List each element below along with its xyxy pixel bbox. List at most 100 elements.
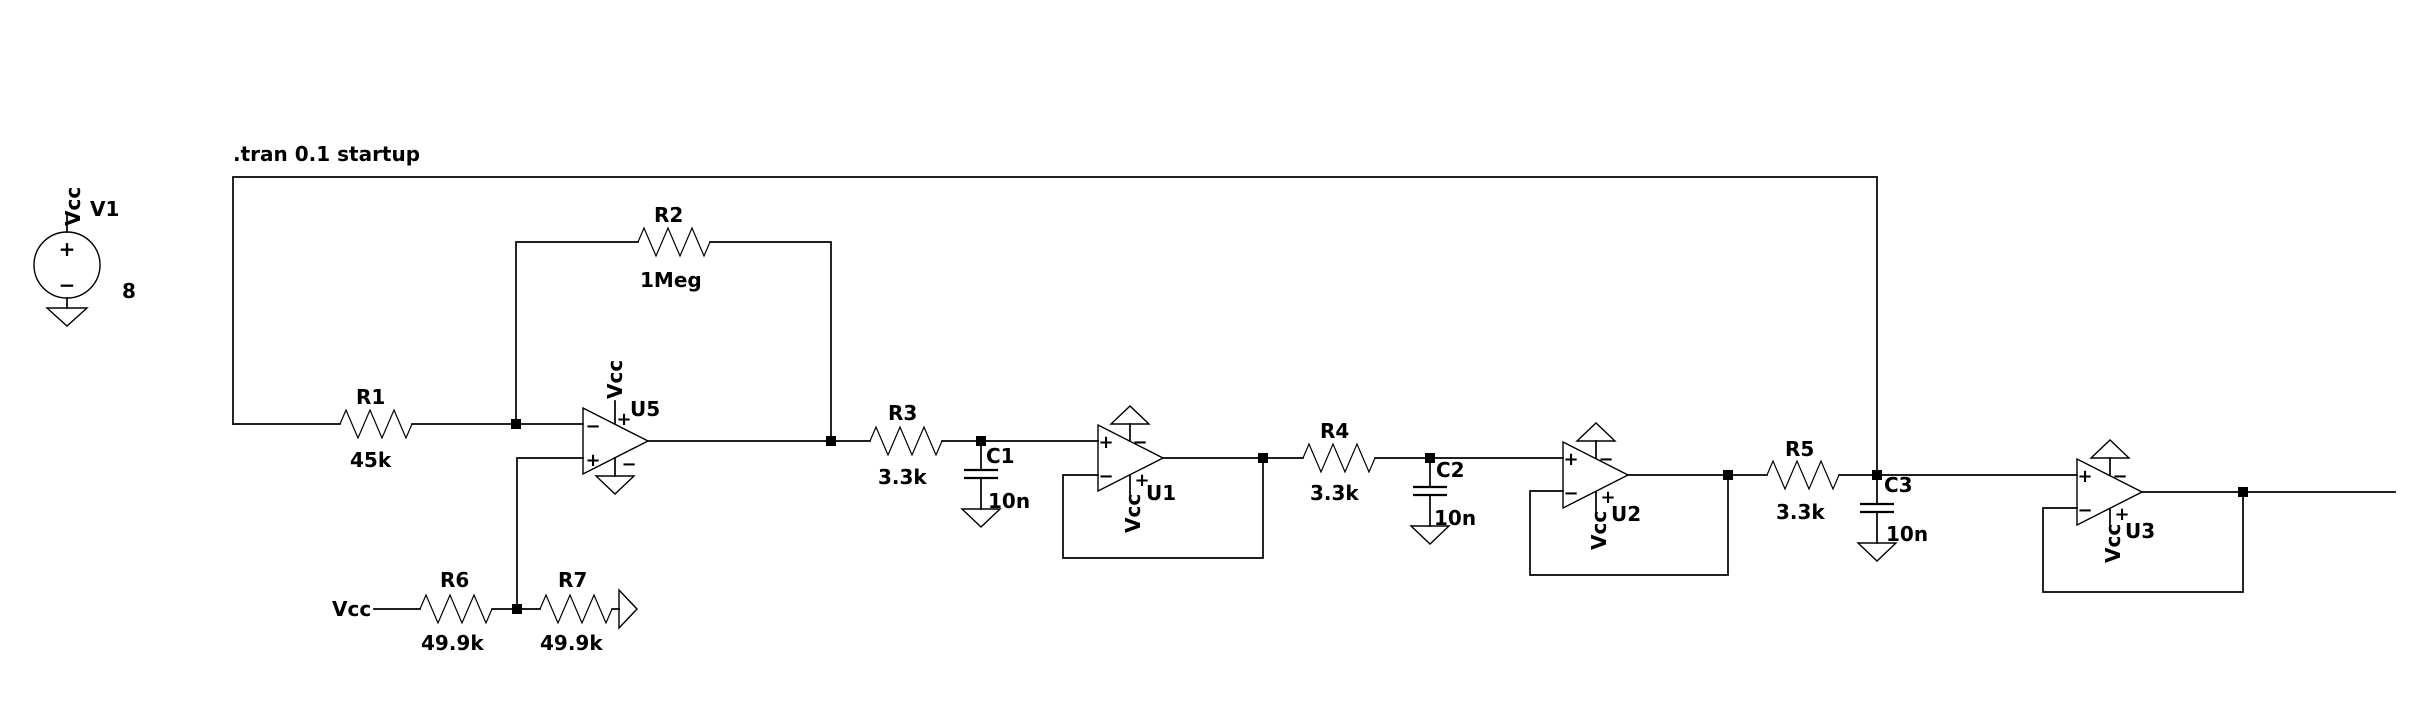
- negative-supply-glyph: −: [2112, 466, 2127, 487]
- wire-u5-noninv[interactable]: [516, 457, 584, 610]
- designator-label[interactable]: R4: [1320, 419, 1349, 443]
- value-label[interactable]: 3.3k: [1776, 500, 1825, 524]
- supply-net-label[interactable]: Vcc: [603, 360, 627, 399]
- junction-dot: [826, 436, 836, 446]
- resistor-body[interactable]: [869, 425, 943, 457]
- resistor-body[interactable]: [1766, 459, 1840, 491]
- opamp-U3[interactable]: + − − + Vcc U3: [2076, 439, 2155, 563]
- plus-terminal-glyph: +: [59, 237, 76, 261]
- voltage-source-V1[interactable]: Vcc + − V1 8: [33, 187, 136, 327]
- resistor-R2[interactable]: R2 1Meg: [637, 203, 711, 292]
- negative-supply-glyph: −: [1598, 449, 1613, 470]
- noninverting-input-glyph: +: [2077, 466, 2092, 487]
- designator-label[interactable]: R1: [356, 385, 385, 409]
- junction-dot: [976, 436, 986, 446]
- value-label[interactable]: 3.3k: [878, 465, 927, 489]
- resistor-body[interactable]: [339, 408, 413, 440]
- value-label[interactable]: 49.9k: [421, 631, 484, 655]
- ground-right-icon[interactable]: [618, 588, 638, 630]
- junction-dot: [1425, 453, 1435, 463]
- designator-label[interactable]: R7: [558, 568, 587, 592]
- inverting-input-glyph: −: [1098, 466, 1113, 487]
- resistor-body[interactable]: [419, 593, 493, 625]
- noninverting-input-glyph: +: [1098, 432, 1113, 453]
- ground-up-icon[interactable]: [1575, 422, 1617, 442]
- resistor-R5[interactable]: R5 3.3k: [1766, 437, 1840, 524]
- designator-label[interactable]: U1: [1146, 481, 1176, 505]
- designator-label[interactable]: U3: [2125, 519, 2155, 543]
- capacitor-C1[interactable]: C1 10n: [960, 440, 1030, 528]
- value-label[interactable]: 1Meg: [640, 268, 702, 292]
- designator-label[interactable]: C1: [986, 444, 1015, 468]
- negative-supply-glyph: −: [1132, 432, 1147, 453]
- value-label[interactable]: 8: [122, 279, 136, 303]
- positive-supply-glyph: +: [1134, 470, 1149, 491]
- resistor-R7[interactable]: R7 49.9k: [539, 568, 638, 655]
- value-label[interactable]: 45k: [350, 448, 392, 472]
- wire-r2-right[interactable]: [709, 241, 832, 442]
- resistor-R6[interactable]: Vcc R6 49.9k: [332, 568, 493, 655]
- value-label[interactable]: 10n: [1886, 522, 1928, 546]
- noninverting-input-glyph: +: [585, 450, 600, 471]
- ground-icon[interactable]: [960, 508, 1002, 528]
- supply-net-label[interactable]: Vcc: [1121, 494, 1145, 533]
- opamp-U1[interactable]: + − − + Vcc U1: [1097, 405, 1176, 533]
- junction-dot: [511, 419, 521, 429]
- opamp-U5[interactable]: − + + − Vcc U5: [582, 360, 660, 495]
- resistor-body[interactable]: [1302, 442, 1376, 474]
- inverting-input-glyph: −: [585, 416, 600, 437]
- designator-label[interactable]: U2: [1611, 502, 1641, 526]
- designator-label[interactable]: R2: [654, 203, 683, 227]
- wire-u1-feedback[interactable]: [1062, 457, 1264, 559]
- designator-label[interactable]: R6: [440, 568, 469, 592]
- designator-label[interactable]: R3: [888, 401, 917, 425]
- supply-net-label[interactable]: Vcc: [2101, 524, 2125, 563]
- net-label-vcc[interactable]: Vcc: [61, 187, 85, 226]
- designator-label[interactable]: V1: [90, 197, 119, 221]
- junction-dot: [1872, 470, 1882, 480]
- resistor-R4[interactable]: R4 3.3k: [1302, 419, 1376, 505]
- resistor-R1[interactable]: R1 45k: [339, 385, 413, 472]
- ground-icon[interactable]: [594, 475, 636, 495]
- value-label[interactable]: 3.3k: [1310, 481, 1359, 505]
- ground-up-icon[interactable]: [2089, 439, 2131, 459]
- resistor-R3[interactable]: R3 3.3k: [869, 401, 943, 489]
- minus-terminal-glyph: −: [59, 273, 76, 297]
- wire-r2-left[interactable]: [515, 241, 639, 425]
- net-label-vcc[interactable]: Vcc: [332, 597, 371, 621]
- designator-label[interactable]: R5: [1785, 437, 1814, 461]
- positive-supply-glyph: +: [2114, 504, 2129, 525]
- noninverting-input-glyph: +: [1563, 449, 1578, 470]
- junction-dot: [512, 604, 522, 614]
- resistor-body[interactable]: [539, 593, 613, 625]
- ground-icon[interactable]: [1856, 542, 1898, 562]
- inverting-input-glyph: −: [1563, 483, 1578, 504]
- junction-dot: [1723, 470, 1733, 480]
- positive-supply-glyph: +: [1600, 487, 1615, 508]
- spice-directive[interactable]: .tran 0.1 startup: [233, 142, 420, 166]
- resistor-body[interactable]: [637, 226, 711, 258]
- junction-dot: [1258, 453, 1268, 463]
- value-label[interactable]: 10n: [1434, 506, 1476, 530]
- ground-icon[interactable]: [45, 307, 89, 327]
- wire-top-feedback-rail[interactable]: [232, 176, 1878, 476]
- ground-up-icon[interactable]: [1109, 405, 1151, 425]
- supply-net-label[interactable]: Vcc: [1587, 511, 1611, 550]
- capacitor-C2[interactable]: C2 10n: [1409, 457, 1476, 545]
- ground-icon[interactable]: [1409, 525, 1451, 545]
- opamp-U2[interactable]: + − − + Vcc U2: [1562, 422, 1641, 550]
- positive-supply-glyph: +: [616, 409, 631, 430]
- designator-label[interactable]: C2: [1436, 458, 1465, 482]
- junction-dots: [511, 419, 2248, 614]
- negative-supply-glyph: −: [621, 454, 636, 475]
- value-label[interactable]: 10n: [988, 489, 1030, 513]
- wire-u2-feedback[interactable]: [1529, 474, 1729, 576]
- designator-label[interactable]: C3: [1884, 473, 1913, 497]
- capacitor-C3[interactable]: C3 10n: [1856, 473, 1928, 562]
- wire-u3-feedback[interactable]: [2042, 491, 2244, 593]
- value-label[interactable]: 49.9k: [540, 631, 603, 655]
- junction-dot: [2238, 487, 2248, 497]
- designator-label[interactable]: U5: [630, 397, 660, 421]
